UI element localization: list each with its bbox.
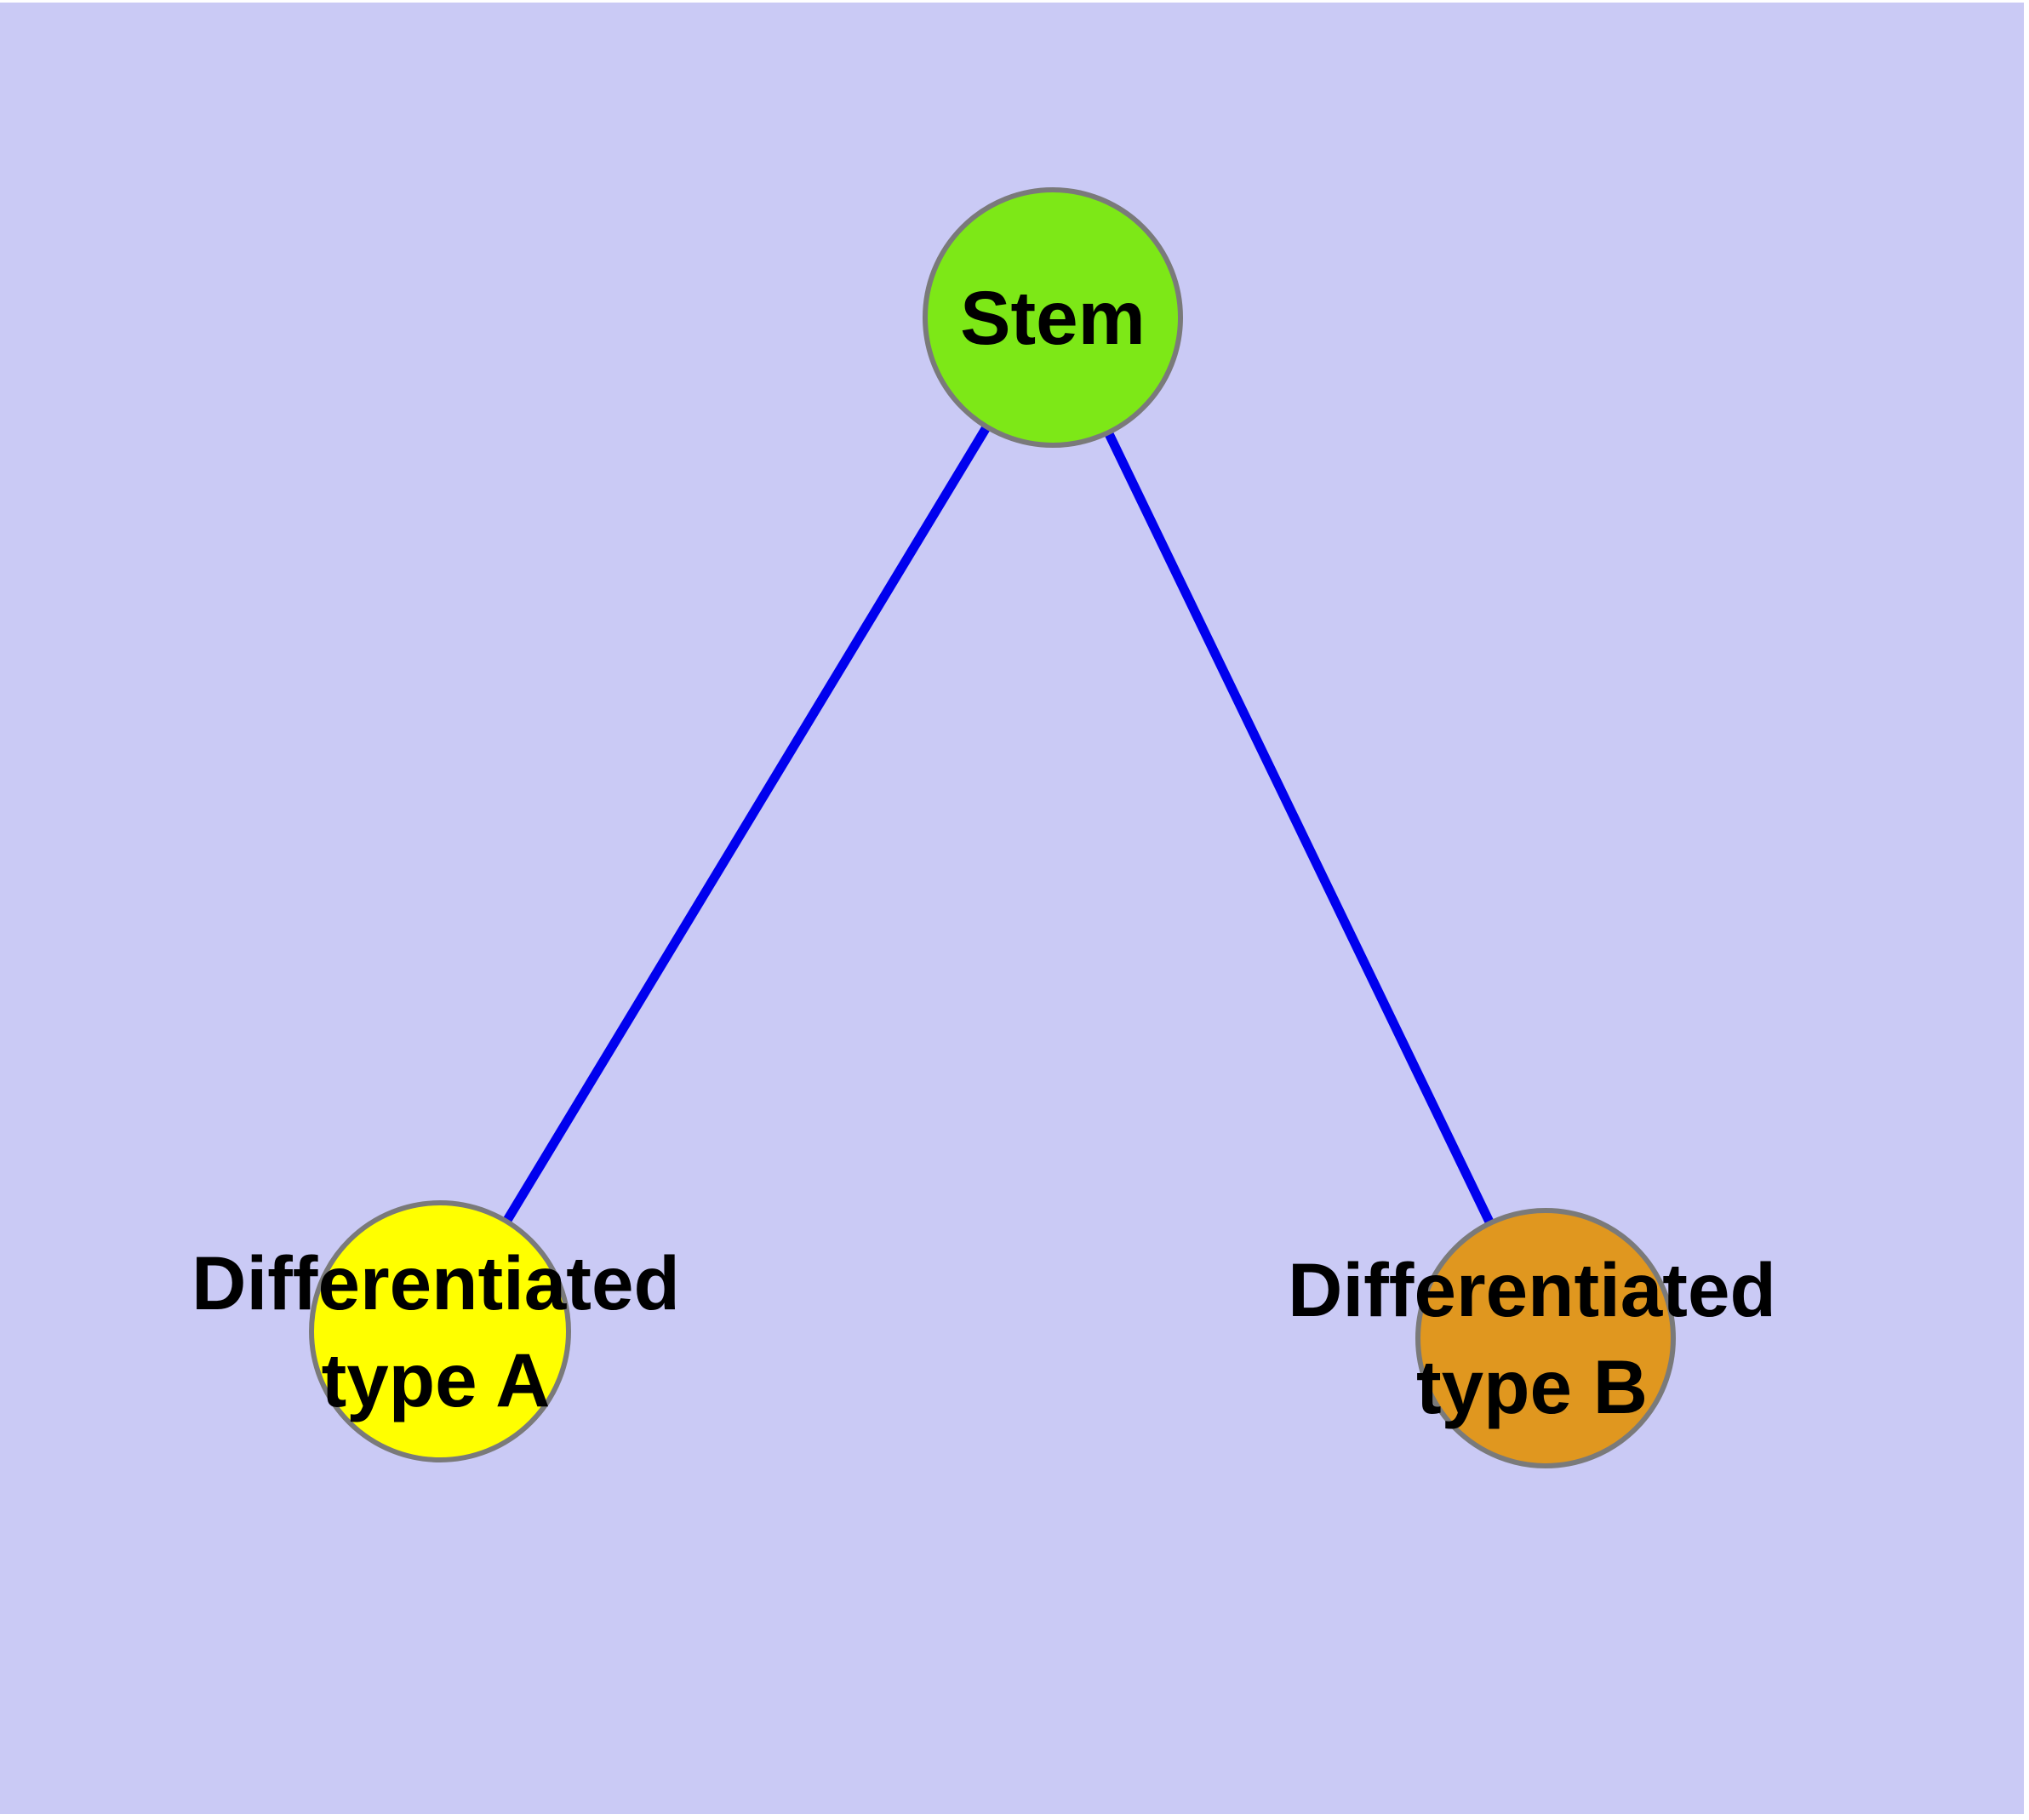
node-type-b bbox=[1415, 1208, 1676, 1468]
node-stem bbox=[923, 187, 1183, 448]
node-type-a-label-line1: Differentiated bbox=[191, 1240, 680, 1325]
node-type-b-label-line2: type B bbox=[1416, 1344, 1648, 1429]
node-type-b-label-line1: Differentiated bbox=[1288, 1247, 1776, 1332]
node-type-a-label-line2: type A bbox=[322, 1337, 551, 1422]
node-stem-label: Stem bbox=[960, 275, 1146, 360]
differentiation-graph: Stem Differentiated type A Differentiate… bbox=[0, 3, 2024, 1814]
node-type-a bbox=[309, 1200, 571, 1462]
edge-stem-to-type-b bbox=[1049, 315, 1550, 1341]
edge-stem-to-type-a bbox=[436, 315, 1057, 1334]
